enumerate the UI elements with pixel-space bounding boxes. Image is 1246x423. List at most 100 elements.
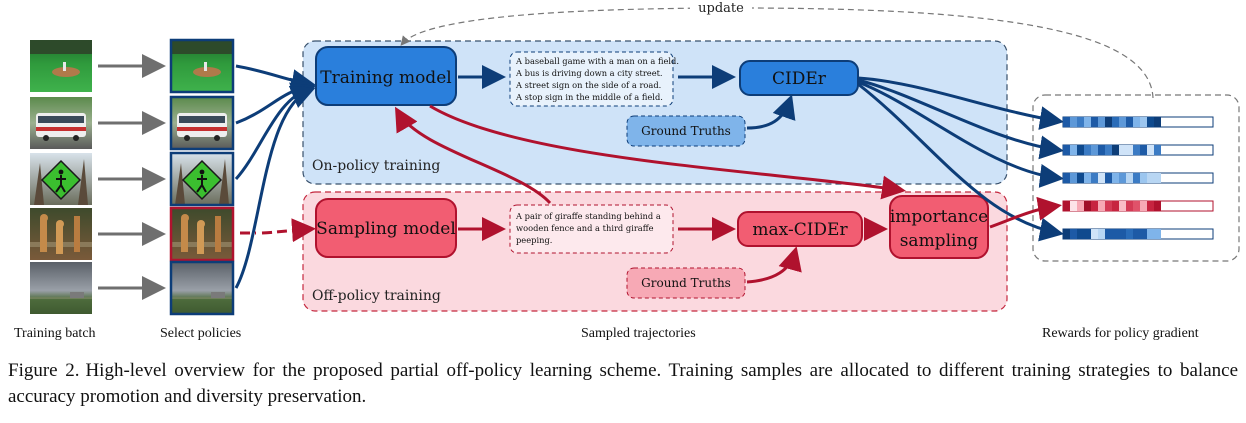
gt-to-maxcider-arrow [746, 246, 802, 284]
reward-cell [1077, 145, 1084, 155]
batch-image-bus [30, 97, 92, 149]
reward-cell [1063, 117, 1070, 127]
on-ground-truths-label: Ground Truths [641, 124, 731, 138]
batch-image-field [30, 262, 92, 314]
on-policy-label: On-policy training [312, 158, 440, 174]
reward-cell [1077, 173, 1084, 183]
update-arrow [400, 7, 1154, 99]
reward-cell [1154, 201, 1161, 211]
off-caption-line: peeping. [516, 235, 552, 245]
on-policy-captions-box [509, 51, 674, 107]
batch-image-baseball [30, 40, 92, 92]
reward-cell [1091, 117, 1098, 127]
captions-to-training-arrow [394, 106, 552, 205]
reward-cell [1126, 117, 1133, 127]
batch-arrows [98, 54, 166, 300]
reward-cell [1140, 201, 1147, 211]
reward-cell [1119, 229, 1126, 239]
reward-cell [1126, 173, 1133, 183]
reward-cell [1084, 145, 1091, 155]
reward-cell [1098, 229, 1105, 239]
reward-cell [1154, 145, 1161, 155]
reward-bars [1062, 116, 1214, 240]
off-policy-captions: A pair of giraffe standing behind a wood… [515, 211, 661, 245]
off-policy-input-arrow [240, 229, 310, 233]
training-to-importance-arrow [429, 104, 906, 200]
on-policy-input-arrows [234, 64, 316, 289]
reward-cell [1133, 173, 1140, 183]
reward-cell [1063, 201, 1070, 211]
reward-cell [1126, 145, 1133, 155]
reward-cell [1112, 201, 1119, 211]
batch-image-giraffe [30, 208, 92, 260]
off-ground-truths-label: Ground Truths [641, 276, 731, 290]
on-policy-captions: A baseball game with a man on a field. A… [515, 56, 679, 102]
on-caption-line: A bus is driving down a city street. [515, 68, 663, 78]
reward-cell [1140, 117, 1147, 127]
reward-cell [1119, 117, 1126, 127]
on-caption-line: A stop sign in the middle of a field. [515, 92, 663, 102]
reward-cell [1133, 201, 1140, 211]
batch-image-street-sign [29, 152, 93, 206]
reward-cell [1133, 145, 1140, 155]
reward-cell [1154, 229, 1161, 239]
importance-sampling-box [889, 195, 989, 259]
sampling-model-label: Sampling model [316, 219, 456, 239]
importance-label: importance [890, 207, 988, 227]
reward-cell [1070, 201, 1077, 211]
update-label: update [698, 1, 744, 16]
reward-cell [1084, 117, 1091, 127]
off-policy-captions-box [509, 204, 674, 254]
caption-label: Figure 2. [8, 360, 80, 381]
reward-cell [1063, 229, 1070, 239]
selected-policy-images [169, 38, 235, 316]
off-ground-truths-box [626, 267, 746, 299]
rewards-region [1032, 94, 1240, 262]
reward-cell [1070, 229, 1077, 239]
reward-cell [1112, 145, 1119, 155]
reward-cell [1091, 145, 1098, 155]
reward-cell [1147, 201, 1154, 211]
max-cider-box [737, 211, 863, 247]
reward-cell [1140, 229, 1147, 239]
reward-cell [1091, 201, 1098, 211]
on-ground-truths-box [626, 115, 746, 147]
gt-to-cider-arrow [746, 94, 796, 130]
reward-cell [1098, 173, 1105, 183]
sampling-model-box [315, 198, 457, 258]
off-policy-label: Off-policy training [312, 288, 441, 304]
training-batch-images [29, 40, 93, 314]
training-model-box [315, 46, 457, 106]
reward-cell [1077, 201, 1084, 211]
reward-cell [1077, 117, 1084, 127]
reward-cell [1112, 117, 1119, 127]
reward-cell [1084, 229, 1091, 239]
reward-cell [1070, 117, 1077, 127]
reward-cell [1154, 173, 1161, 183]
max-cider-label: max-CIDEr [752, 220, 848, 240]
reward-cell [1133, 117, 1140, 127]
reward-cell [1105, 229, 1112, 239]
reward-cell [1133, 229, 1140, 239]
reward-cell [1070, 173, 1077, 183]
reward-cell [1098, 117, 1105, 127]
reward-cell [1112, 229, 1119, 239]
reward-cell [1119, 145, 1126, 155]
cider-to-reward-arrows [857, 76, 1064, 242]
reward-cell [1063, 173, 1070, 183]
reward-cell [1091, 229, 1098, 239]
reward-cell [1098, 201, 1105, 211]
reward-cell [1084, 201, 1091, 211]
reward-cell [1077, 229, 1084, 239]
importance-to-reward-arrow [989, 196, 1062, 229]
reward-cell [1147, 145, 1154, 155]
reward-cell [1063, 145, 1070, 155]
reward-cell [1105, 145, 1112, 155]
reward-cell [1105, 173, 1112, 183]
reward-cell [1070, 145, 1077, 155]
reward-cell [1126, 201, 1133, 211]
reward-cell [1147, 173, 1154, 183]
overview-diagram: update Training model A baseb [29, 0, 1240, 316]
reward-cell [1105, 201, 1112, 211]
reward-cell [1140, 145, 1147, 155]
